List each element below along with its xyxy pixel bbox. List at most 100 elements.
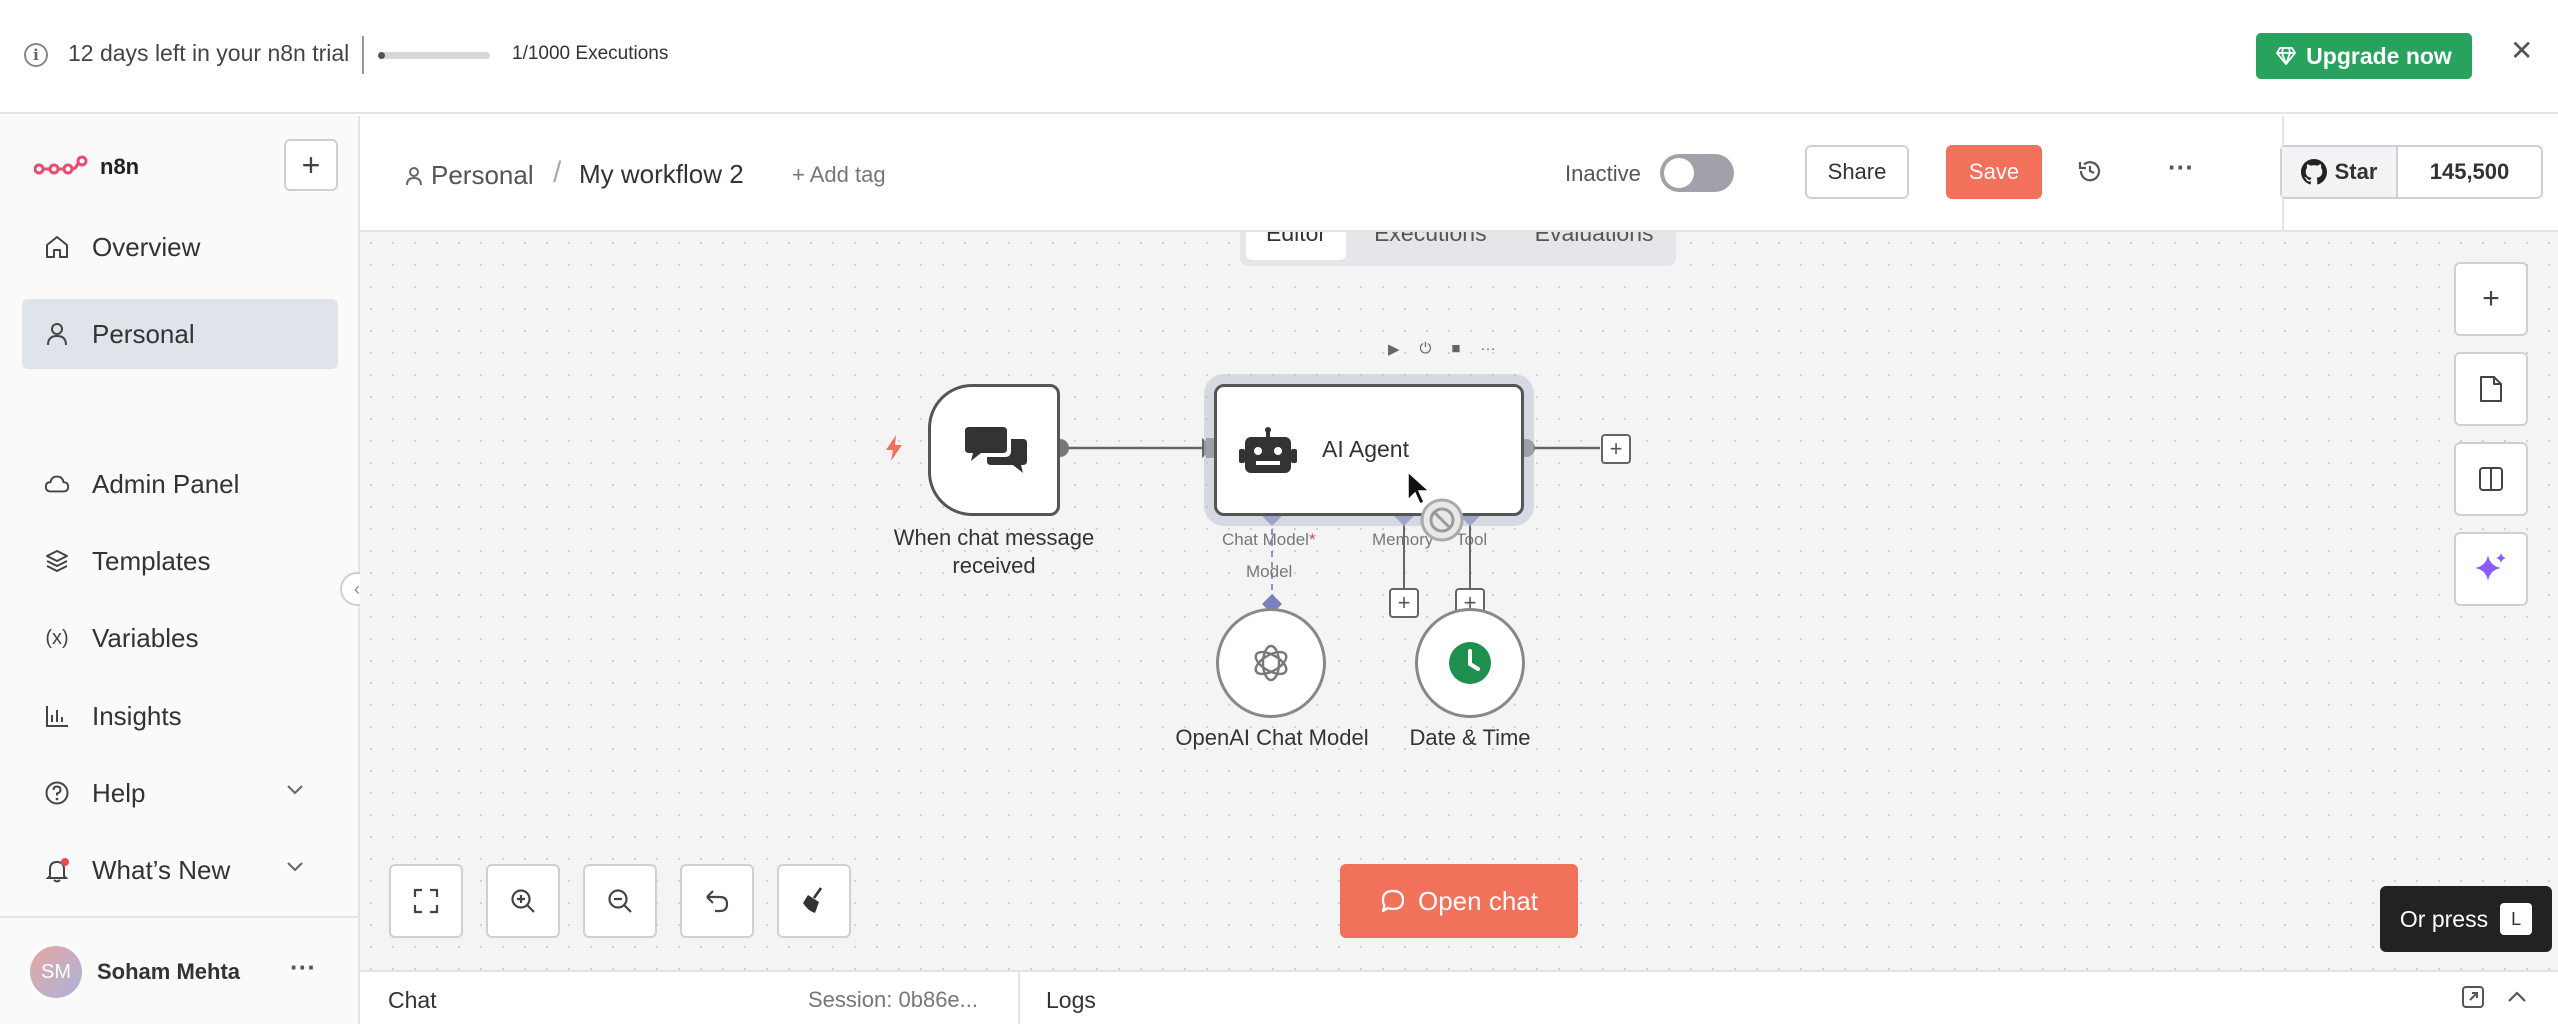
robot-icon	[1239, 427, 1297, 473]
workflow-header: Personal / My workflow 2 + Add tag Inact…	[360, 116, 2558, 232]
add-tag-link[interactable]: + Add tag	[792, 162, 886, 187]
pop-out-icon[interactable]	[2460, 984, 2486, 1010]
tab-executions[interactable]: Executions	[1374, 232, 1487, 246]
sidebar-item-templates[interactable]: Templates	[22, 526, 338, 596]
play-icon[interactable]: ▶	[1388, 341, 1400, 358]
keyboard-hint-key: L	[2500, 903, 2533, 935]
tab-editor[interactable]: Editor	[1246, 232, 1347, 260]
cloud-icon	[44, 471, 70, 497]
user-icon	[44, 321, 70, 347]
toggle-panel-button[interactable]	[2454, 442, 2528, 516]
panel-divider	[1018, 972, 1020, 1024]
home-icon	[44, 234, 70, 260]
n8n-logo[interactable]: n8n	[34, 154, 139, 180]
workflow-canvas[interactable]: Editor Executions Evaluations When chat …	[360, 232, 2558, 970]
sidebar-item-help[interactable]: Help	[22, 758, 338, 828]
view-tabs: Editor Executions Evaluations	[1240, 232, 1676, 266]
more-horizontal-icon[interactable]: ···	[2168, 152, 2194, 182]
date-time-node-label: Date & Time	[1409, 725, 1531, 750]
breadcrumb-separator: /	[553, 156, 562, 189]
openai-chat-model-node[interactable]	[1216, 608, 1326, 718]
github-star-label: Star	[2334, 159, 2378, 184]
add-memory-button[interactable]: +	[1389, 588, 1419, 618]
ai-agent-node[interactable]	[1214, 384, 1524, 516]
chat-bubble-icon	[1381, 889, 1405, 913]
trash-icon[interactable]: ■	[1451, 340, 1461, 357]
add-node-after-agent-button[interactable]: +	[1601, 434, 1631, 464]
logo-text: n8n	[100, 154, 140, 179]
fit-view-icon	[413, 888, 439, 914]
sidebar-item-label: Admin Panel	[92, 468, 240, 499]
sidebar-item-label: Variables	[92, 622, 199, 653]
sidebar-item-label: What’s New	[92, 854, 231, 885]
chevron-up-icon[interactable]	[2506, 988, 2528, 1006]
executions-progress-bar	[378, 52, 490, 59]
openai-node-label: OpenAI Chat Model	[1175, 725, 1369, 750]
sticky-note-icon	[2480, 376, 2502, 402]
sidebar-item-label: Overview	[92, 231, 201, 262]
undo-button[interactable]	[680, 864, 754, 938]
open-chat-button[interactable]: Open chat	[1340, 864, 1578, 938]
sidebar-item-label: Templates	[92, 545, 211, 576]
sidebar-item-insights[interactable]: Insights	[22, 681, 338, 751]
panel-icon	[2479, 467, 2503, 491]
power-icon[interactable]: ⏻	[1419, 340, 1432, 357]
save-button[interactable]: Save	[1946, 145, 2042, 199]
tab-evaluations[interactable]: Evaluations	[1534, 232, 1654, 246]
more-horizontal-icon[interactable]: ···	[290, 952, 316, 982]
chat-panel-tab[interactable]: Chat	[388, 987, 437, 1013]
tidy-up-button[interactable]	[777, 864, 851, 938]
chat-trigger-label-line1: When chat message	[893, 525, 1095, 550]
sidebar-item-personal[interactable]: Personal	[22, 299, 338, 369]
openai-icon	[1254, 644, 1288, 682]
cursor-icon	[1407, 470, 1464, 542]
add-sticky-note-button[interactable]	[2454, 352, 2528, 426]
more-horizontal-icon[interactable]: ···	[1480, 340, 1496, 357]
tool-port-label: Tool	[1456, 530, 1488, 549]
bottom-panel: Chat Session: 0b86e... Logs	[360, 970, 2558, 1024]
active-status-label: Inactive	[1565, 161, 1641, 186]
upgrade-now-button[interactable]: Upgrade now	[2256, 33, 2472, 79]
chat-model-port-label: Chat Model*	[1222, 530, 1316, 550]
date-time-node[interactable]	[1415, 608, 1525, 718]
sidebar-item-variables[interactable]: (x) Variables	[22, 603, 338, 673]
github-star-count: 145,500	[2429, 159, 2510, 184]
add-node-button[interactable]: +	[2454, 262, 2528, 336]
upgrade-now-label: Upgrade now	[2306, 42, 2452, 69]
zoom-in-button[interactable]	[486, 864, 560, 938]
create-new-button[interactable]: +	[284, 139, 338, 191]
trial-text: 12 days left in your n8n trial	[68, 40, 350, 66]
bar-chart-icon	[44, 703, 70, 729]
close-banner-icon[interactable]: ✕	[2510, 35, 2534, 66]
avatar: SM	[30, 946, 82, 998]
keyboard-hint-text: Or press	[2399, 905, 2489, 932]
history-icon[interactable]	[2076, 157, 2104, 185]
chat-trigger-node[interactable]	[928, 384, 1060, 516]
model-connection-label: Model	[1246, 562, 1293, 581]
zoom-to-fit-button[interactable]	[389, 864, 463, 938]
breadcrumb-project[interactable]: Personal	[405, 160, 534, 191]
breadcrumb-project-label: Personal	[431, 160, 534, 190]
zoom-out-icon	[608, 889, 632, 913]
zoom-out-button[interactable]	[583, 864, 657, 938]
workflow-name[interactable]: My workflow 2	[579, 159, 744, 189]
sidebar-item-label: Personal	[92, 318, 195, 349]
sidebar-item-label: Help	[92, 777, 146, 808]
ai-assistant-button[interactable]	[2454, 532, 2528, 606]
sidebar-item-overview[interactable]: Overview	[22, 212, 338, 282]
logs-panel-tab[interactable]: Logs	[1046, 987, 1096, 1013]
share-button[interactable]: Share	[1805, 145, 1909, 199]
executions-progress-fill	[378, 52, 385, 59]
info-icon: i	[24, 43, 48, 67]
user-icon	[406, 166, 422, 185]
github-star-button[interactable]: Star	[2282, 147, 2398, 197]
agent-input-port	[1206, 438, 1214, 458]
user-menu[interactable]: SM Soham Mehta ···	[0, 916, 358, 1024]
active-toggle[interactable]	[1660, 154, 1734, 192]
layers-icon	[44, 548, 70, 574]
keyboard-hint-tooltip: Or press L	[2380, 886, 2552, 952]
github-star-widget[interactable]: Star 145,500	[2280, 145, 2543, 199]
sidebar-item-whats-new[interactable]: What’s New	[22, 835, 338, 905]
sparkle-icon	[2475, 553, 2506, 581]
sidebar-item-admin-panel[interactable]: Admin Panel	[22, 449, 338, 519]
